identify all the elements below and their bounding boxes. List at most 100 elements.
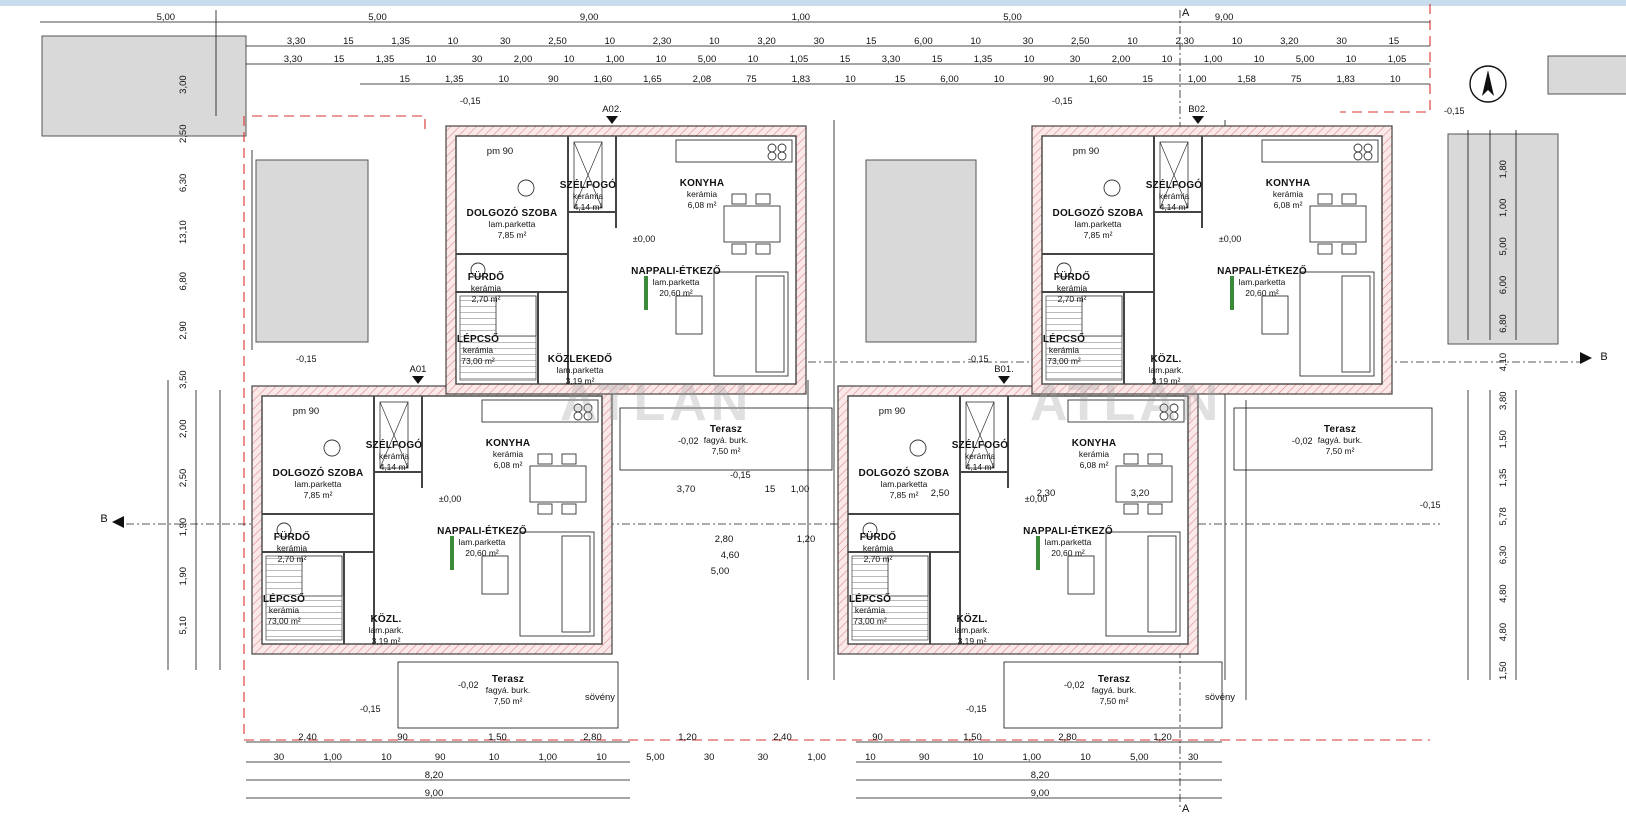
room-name-dolgozo: DOLGOZÓ SZOBA [273,466,364,479]
room-floor-furdo: kerámia [863,543,894,553]
room-floor-kozl: lam.park. [1149,365,1184,375]
dim-row2-5: 2,50 [548,36,567,47]
dim-row4-13: 90 [1043,74,1054,85]
room-floor-kozl: lam.park. [955,625,990,635]
dim-bottom1-8: 2,80 [1058,732,1077,743]
dim-row2-16: 10 [1127,36,1138,47]
room-area-furdo: 2,70 m² [864,554,893,564]
watermark: ATLAN [560,374,752,432]
terrace-floor: fagyá. burk. [1318,435,1362,445]
level-marker-2: -0,15 [1444,106,1465,116]
dim-row3-0: 3,30 [284,54,303,65]
dim-row2-21: 15 [1389,36,1400,47]
dim-row3-5: 2,00 [514,54,533,65]
room-floor-szelfogo: kerámia [965,451,996,461]
dim-bottom2-16: 5,00 [1130,752,1149,763]
terrace-name: Terasz [1098,674,1130,685]
room-area-konyha: 6,08 m² [688,200,717,210]
level-marker-11: -0,02 [458,680,479,690]
room-name-dolgozo: DOLGOZÓ SZOBA [467,206,558,219]
dim-right-7: 1,50 [1498,430,1509,449]
dim-row2-10: 30 [814,36,825,47]
dim-top-2: 9,00 [580,12,599,23]
dim-right-6: 3,80 [1498,391,1509,410]
dim-right-3: 6,00 [1498,276,1509,295]
dimension-lines [40,10,1517,799]
dim-row3-15: 1,35 [974,54,993,65]
terrace-area: 7,50 m² [1326,446,1355,456]
room-floor-nappali: lam.parketta [653,277,700,287]
building-units [251,116,1393,655]
dim-left-2: 6,30 [178,174,189,193]
dim-row3-7: 1,00 [606,54,625,65]
dim-misc-7: 2,50 [931,488,950,499]
level-marker-8: -0,15 [730,470,751,480]
neighbour-plots [41,35,1626,345]
dim-bottom2-9: 30 [758,752,769,763]
dim-row3-13: 3,30 [882,54,901,65]
dim-row3-2: 1,35 [376,54,395,65]
dim-row3-17: 30 [1070,54,1081,65]
room-floor-lepcso: kerámia [269,605,300,615]
room-area-szelfogo: 4,14 m² [380,462,409,472]
dim-row4-10: 15 [895,74,906,85]
terrace-name: Terasz [1324,424,1356,435]
unit-a02 [445,116,807,395]
room-name-szelfogo: SZÉLFOGÓ [952,438,1009,451]
room-name-furdo: FÜRDŐ [860,530,897,543]
room-floor-nappali: lam.parketta [1045,537,1092,547]
dim-row4-4: 1,60 [594,74,613,85]
dim-row2-1: 15 [343,36,354,47]
dim-row4-5: 1,65 [643,74,662,85]
dim-bottom2-0: 30 [274,752,285,763]
dim-row2-13: 10 [970,36,981,47]
dim-bottom2-11: 10 [865,752,876,763]
section-arrow-icon [1580,352,1592,364]
room-area-lepcso: 73,00 m² [853,616,887,626]
level-marker-1: -0,15 [1052,96,1073,106]
dim-row3-24: 1,05 [1388,54,1407,65]
dim-row3-21: 10 [1254,54,1265,65]
dim-row2-20: 30 [1336,36,1347,47]
dim-row4-16: 1,00 [1188,74,1207,85]
dim-top-5: 9,00 [1215,12,1234,23]
dim-row3-10: 10 [748,54,759,65]
room-floor-dolgozo: lam.parketta [295,479,342,489]
room-name-dolgozo: DOLGOZÓ SZOBA [1053,206,1144,219]
dim-right-1: 1,00 [1498,199,1509,218]
level-marker-3: -0,15 [296,354,317,364]
terrace-floor: fagyá. burk. [704,435,748,445]
section-arrow-icon [112,516,124,528]
room-name-furdo: FÜRDŐ [468,270,505,283]
room-floor-dolgozo: lam.parketta [489,219,536,229]
dim-row3-3: 10 [426,54,437,65]
dim-bottom2-15: 10 [1080,752,1091,763]
terrace-name: Terasz [710,424,742,435]
room-area-furdo: 2,70 m² [278,554,307,564]
dim-bottom4-0: 9,00 [425,788,444,799]
dim-row3-9: 5,00 [698,54,717,65]
dim-bottom2-8: 30 [704,752,715,763]
unit-a01 [251,376,613,655]
dim-row4-0: 15 [399,74,410,85]
room-name-kozl: KÖZL. [371,612,402,625]
room-area-szelfogo: 4,14 m² [966,462,995,472]
dim-top-1: 5,00 [368,12,387,23]
dim-bottom4-1: 9,00 [1031,788,1050,799]
room-floor-szelfogo: kerámia [379,451,410,461]
dim-bottom1-7: 1,50 [963,732,982,743]
room-area-szelfogo: 4,14 m² [1160,202,1189,212]
dim-bottom1-3: 2,80 [583,732,602,743]
dim-misc-1: 1,00 [791,484,810,495]
room-floor-furdo: kerámia [1057,283,1088,293]
door-tag: B01. [994,364,1014,375]
dim-row2-12: 6,00 [914,36,933,47]
level-marker-9: -0,02 [678,436,699,446]
dim-bottom1-1: 90 [397,732,408,743]
room-name-szelfogo: SZÉLFOGÓ [1146,178,1203,191]
room-name-kozl: KÖZLEKEDŐ [548,352,613,365]
hedge-label: sövény [585,692,615,703]
room-floor-kozl: lam.parketta [557,365,604,375]
dim-top-3: 1,00 [792,12,811,23]
